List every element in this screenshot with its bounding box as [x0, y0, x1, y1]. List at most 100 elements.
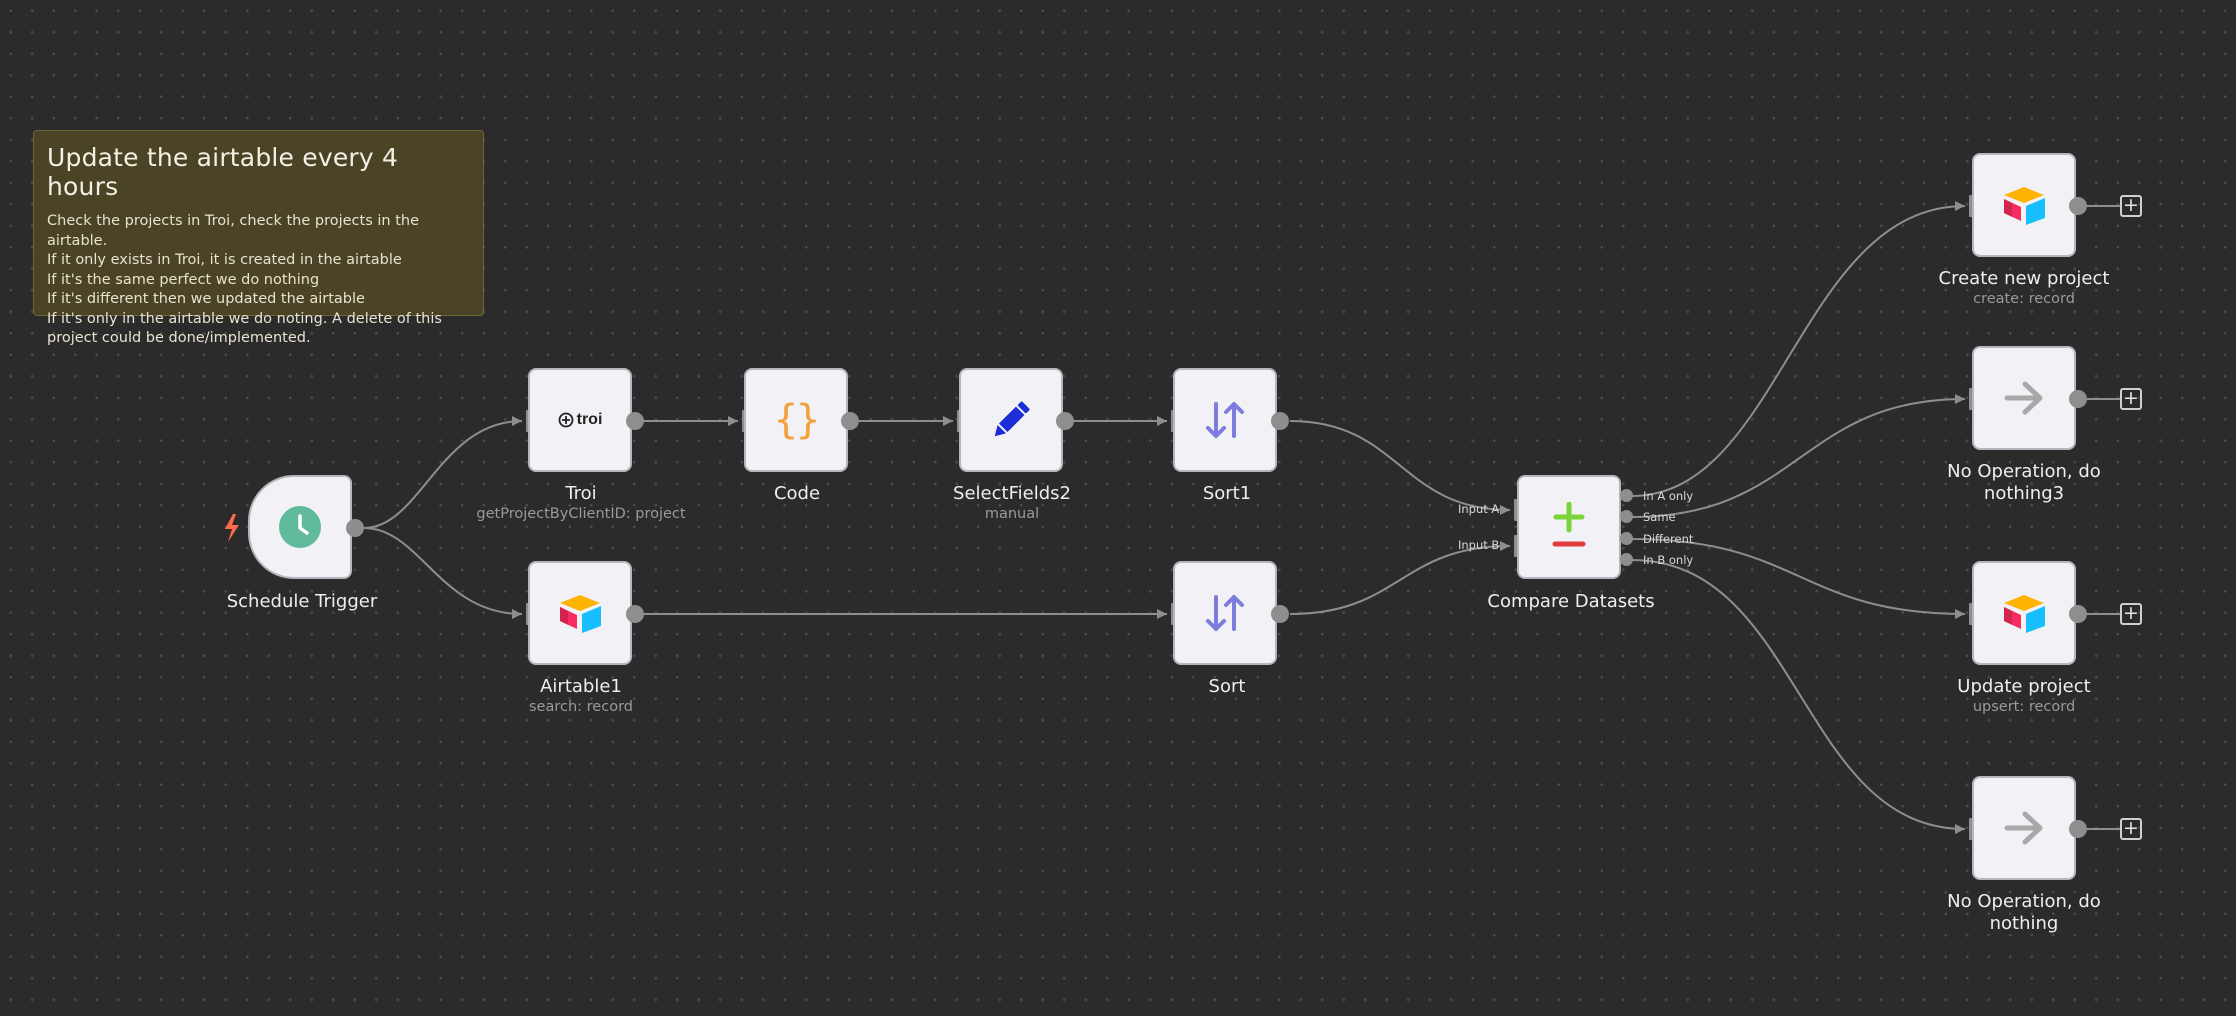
node-subtitle: upsert: record — [1972, 699, 2076, 715]
node-selectfields2[interactable] — [959, 368, 1063, 472]
sticky-line: If it only exists in Troi, it is created… — [47, 252, 402, 268]
arrowhead — [1955, 609, 1965, 619]
output-port[interactable] — [2069, 197, 2087, 215]
arrowhead — [1500, 505, 1510, 515]
node-schedule-trigger[interactable] — [248, 475, 352, 579]
node-label: No Operation, do nothing — [1904, 891, 2144, 935]
add-node-button[interactable]: + — [2120, 388, 2142, 410]
node-label: Sort — [1208, 676, 1246, 697]
sticky-note[interactable]: Update the airtable every 4 hours Check … — [33, 130, 484, 346]
node-label: Compare Datasets — [1487, 591, 1655, 612]
connector-stub — [2087, 828, 2120, 830]
clock-icon — [279, 506, 321, 548]
edge-trigger-airtable1 — [363, 527, 523, 615]
edge-b-only-noop — [1631, 559, 1966, 830]
troi-logo-text: troi — [576, 411, 603, 428]
output-port-same[interactable] — [1620, 510, 1633, 523]
edge-trigger-troi — [363, 420, 523, 529]
arrowhead — [943, 416, 953, 426]
node-subtitle: manual — [984, 506, 1040, 522]
output-label-b-only: In B only — [1643, 553, 1694, 567]
output-port[interactable] — [346, 519, 364, 537]
output-port-different[interactable] — [1620, 532, 1633, 545]
input-label-b: Input B — [1458, 538, 1500, 552]
connector-stub — [2087, 613, 2120, 615]
arrowhead — [1157, 609, 1167, 619]
output-port-a-only[interactable] — [1620, 489, 1633, 502]
arrowhead — [1955, 394, 1965, 404]
output-port[interactable] — [626, 412, 644, 430]
node-label: Update project — [1957, 676, 2091, 697]
arrowhead — [728, 416, 738, 426]
edge-same-noop3 — [1631, 398, 1966, 518]
output-port[interactable] — [1271, 605, 1289, 623]
output-port[interactable] — [841, 412, 859, 430]
arrowhead — [1157, 416, 1167, 426]
output-port-b-only[interactable] — [1620, 553, 1633, 566]
output-port[interactable] — [2069, 390, 2087, 408]
arrowhead — [1955, 201, 1965, 211]
sticky-title: Update the airtable every 4 hours — [47, 143, 399, 201]
airtable-icon — [2004, 187, 2045, 225]
add-node-button[interactable]: + — [2120, 195, 2142, 217]
output-port[interactable] — [1056, 412, 1074, 430]
node-compare-datasets[interactable] — [1517, 475, 1621, 579]
output-label-a-only: In A only — [1643, 489, 1694, 503]
node-code[interactable]: {} — [744, 368, 848, 472]
node-update-project[interactable] — [1972, 561, 2076, 665]
sticky-line: If it's the same perfect we do nothing — [47, 271, 320, 288]
sort-arrows-icon — [1206, 595, 1244, 631]
arrowhead — [512, 609, 522, 619]
output-port[interactable] — [2069, 605, 2087, 623]
sticky-line: If it's different then we updated the ai… — [47, 291, 365, 307]
add-node-button[interactable]: + — [2120, 818, 2142, 840]
output-port[interactable] — [1271, 412, 1289, 430]
node-label-line: No Operation, do — [1947, 891, 2101, 912]
code-braces-icon: {} — [773, 397, 820, 443]
node-no-operation-3[interactable] — [1972, 346, 2076, 450]
node-label: Airtable1 — [540, 676, 622, 697]
node-airtable1[interactable] — [528, 561, 632, 665]
node-label: SelectFields2 — [953, 483, 1071, 504]
edge-different-update — [1631, 538, 1966, 615]
trigger-bolt-icon — [225, 514, 239, 542]
connector-stub — [2087, 398, 2120, 400]
node-label: Troi — [565, 483, 597, 504]
node-create-new-project[interactable] — [1972, 153, 2076, 257]
arrow-right-icon — [2004, 381, 2043, 415]
edge-a-only-create — [1631, 205, 1966, 497]
compare-plus-minus-icon — [1552, 502, 1586, 547]
node-subtitle: create: record — [1973, 291, 2075, 307]
sticky-line: Check the projects in Troi, check the pr… — [47, 213, 420, 249]
arrowhead — [512, 416, 522, 426]
arrow-right-icon — [2004, 811, 2043, 845]
arrowhead — [1955, 824, 1965, 834]
airtable-icon — [560, 595, 601, 633]
node-label: Schedule Trigger — [226, 591, 378, 612]
sort-arrows-icon — [1206, 402, 1244, 438]
input-label-a: Input A — [1458, 502, 1500, 516]
output-port[interactable] — [2069, 820, 2087, 838]
node-label: No Operation, do nothing3 — [1904, 461, 2144, 505]
node-no-operation[interactable] — [1972, 776, 2076, 880]
troi-logo-icon: troi — [530, 370, 630, 470]
arrowhead — [1500, 541, 1510, 551]
edge-sort1-compare — [1289, 420, 1511, 511]
output-port[interactable] — [626, 605, 644, 623]
edge-sort-compare — [1289, 545, 1511, 615]
node-troi[interactable]: troi — [528, 368, 632, 472]
output-label-same: Same — [1643, 510, 1676, 524]
node-label: Code — [773, 483, 821, 504]
node-label: Sort1 — [1202, 483, 1252, 504]
output-label-different: Different — [1643, 532, 1694, 546]
node-sort1[interactable] — [1173, 368, 1277, 472]
sticky-line: If it's only in the airtable we do notin… — [47, 310, 442, 327]
node-subtitle: search: record — [529, 699, 633, 715]
add-node-button[interactable]: + — [2120, 603, 2142, 625]
node-sort[interactable] — [1173, 561, 1277, 665]
sticky-body: Check the projects in Troi, check the pr… — [47, 212, 470, 349]
node-label-line: nothing — [1989, 913, 2059, 934]
pencil-icon — [994, 401, 1030, 437]
